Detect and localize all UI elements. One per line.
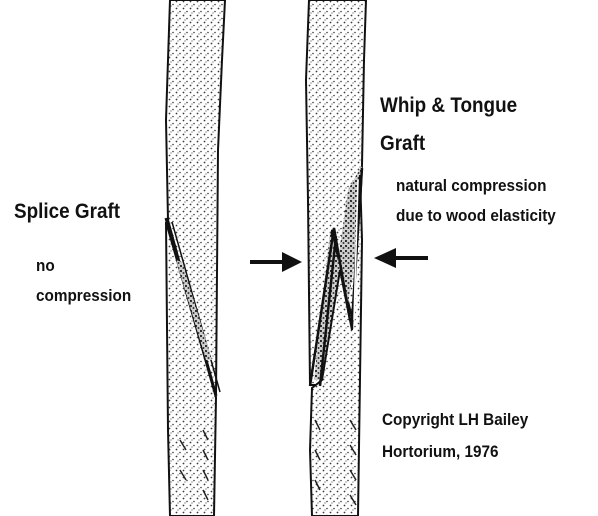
splice-graft-title: Splice Graft <box>14 198 120 225</box>
copyright-line1: Copyright LH Bailey <box>382 408 528 431</box>
right-compression-arrow <box>374 248 428 268</box>
left-compression-arrow <box>250 252 302 272</box>
whip-tongue-title-line1: Whip & Tongue <box>380 92 517 119</box>
whip-tongue-graft-stem <box>306 0 366 516</box>
splice-note-line2: compression <box>36 284 131 307</box>
splice-graft-stem <box>166 0 225 516</box>
whip-note-line1: natural compression <box>396 174 546 197</box>
whip-tongue-title-line2: Graft <box>380 130 425 157</box>
splice-note-line1: no <box>36 254 55 277</box>
copyright-line2: Hortorium, 1976 <box>382 440 498 463</box>
whip-note-line2: due to wood elasticity <box>396 204 556 227</box>
